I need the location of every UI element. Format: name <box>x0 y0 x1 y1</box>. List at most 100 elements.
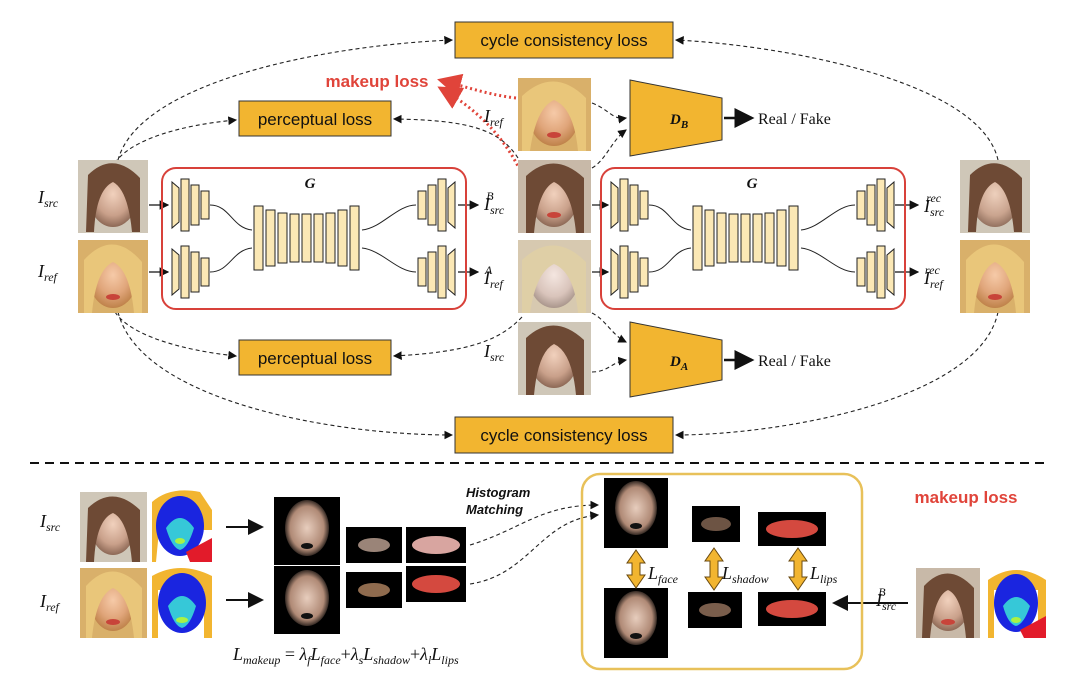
network-layer-block <box>619 178 629 232</box>
network-layer-block <box>417 257 427 287</box>
network-layer-block <box>886 180 895 230</box>
network-layer-block <box>866 184 876 226</box>
network-layer-block <box>437 178 447 232</box>
network-layer-block <box>427 251 437 293</box>
label-i-ref-rec: Irefrec <box>923 263 945 291</box>
l-lips-label: Llips <box>809 563 838 586</box>
network-layer-block <box>629 184 639 226</box>
network-connection <box>800 247 856 273</box>
cycle-loss-top-box <box>454 21 674 59</box>
makeup-loss-top-label: makeup loss <box>326 72 429 91</box>
network-layer-block <box>190 251 200 293</box>
network-layer-block <box>265 209 276 267</box>
face-photo-ref-bottom-section <box>80 568 147 638</box>
face-photo-src-b-bottom-section <box>916 568 980 638</box>
matching-label: Matching <box>466 502 523 517</box>
eye-shadow-region-ref <box>346 572 402 608</box>
perceptual-loss-top-label: perceptual loss <box>258 110 372 129</box>
face-photo-src-bottom-section <box>80 492 147 562</box>
discriminator-b-output: Real / Fake <box>758 111 831 128</box>
face-target-top <box>604 478 668 548</box>
face-photo-src-rec <box>960 160 1030 233</box>
makeup-loss-formula: Lmakeup = λfLface+λsLshadow+λlLlips <box>232 644 459 667</box>
generator-layers <box>171 178 895 299</box>
double-arrow-face <box>626 549 646 589</box>
face-photo-ref-left <box>78 240 148 313</box>
network-layer-block <box>776 209 787 267</box>
network-layer-block <box>337 209 348 267</box>
perceptual-loss-bottom-label: perceptual loss <box>258 349 372 368</box>
network-layer-block <box>629 251 639 293</box>
face-region-src <box>274 497 340 565</box>
cycle-loss-bottom-box <box>454 416 674 454</box>
network-layer-block <box>447 180 456 230</box>
lips-region-src <box>406 527 466 563</box>
network-layer-block <box>200 257 210 287</box>
network-connection <box>209 247 253 273</box>
network-connection <box>648 204 692 231</box>
cycle-loss-top-label: cycle consistency loss <box>480 31 647 50</box>
discriminator-a-label: DA <box>669 354 688 373</box>
face-target-bottom <box>604 588 668 658</box>
lips-region-ref <box>406 566 466 602</box>
network-layer-block <box>886 247 895 297</box>
network-layer-block <box>417 190 427 220</box>
generator-left-label: G <box>305 176 316 192</box>
network-layer-block <box>752 213 763 263</box>
network-layer-block <box>180 178 190 232</box>
network-layer-block <box>866 251 876 293</box>
network-connection <box>361 247 417 273</box>
discriminator-b <box>629 79 723 157</box>
network-layer-block <box>447 247 456 297</box>
network-connection <box>209 204 253 231</box>
network-layer-block <box>200 190 210 220</box>
network-layer-block <box>171 247 180 297</box>
network-layer-block <box>876 245 886 299</box>
label-i-src-rec: Isrcrec <box>923 191 945 219</box>
double-arrow-shadow <box>704 547 724 591</box>
face-photo-ref-top <box>518 78 591 151</box>
discriminator-a <box>629 321 723 398</box>
face-photo-ref-a-output <box>518 240 591 313</box>
makeup-loss-box <box>580 472 864 671</box>
network-layer-block <box>277 212 288 264</box>
network-layer-block <box>716 212 727 264</box>
double-arrow-lips <box>788 547 808 591</box>
generator-left-box <box>161 167 467 310</box>
network-layer-block <box>289 213 300 263</box>
label-i-src-b: IsrcB <box>483 189 505 217</box>
network-layer-block <box>639 257 649 287</box>
lips-target-top <box>758 512 826 546</box>
discriminator-b-label: DB <box>669 112 688 131</box>
face-photo-ref-rec <box>960 240 1030 313</box>
network-layer-block <box>639 190 649 220</box>
network-layer-block <box>856 257 866 287</box>
generator-right-box <box>600 167 906 310</box>
network-connection <box>648 247 692 273</box>
discriminator-a-output: Real / Fake <box>758 353 831 370</box>
face-photo-src-b-output <box>518 160 591 233</box>
face-photo-src-bottom <box>518 322 591 395</box>
label-i-src-left: Isrc <box>37 187 59 210</box>
label-i-ref-top: Iref <box>483 106 505 129</box>
network-layer-block <box>610 247 619 297</box>
label-i-ref-a: IrefA <box>483 263 505 291</box>
network-layer-block <box>180 245 190 299</box>
network-layer-block <box>856 190 866 220</box>
network-layer-block <box>876 178 886 232</box>
network-layer-block <box>692 205 703 271</box>
network-layer-block <box>764 212 775 264</box>
network-connection <box>361 204 417 231</box>
face-photo-src-left <box>78 160 148 233</box>
network-layer-block <box>610 180 619 230</box>
cycle-loss-bottom-label: cycle consistency loss <box>480 426 647 445</box>
network-layer-block <box>704 209 715 267</box>
network-connection <box>800 204 856 231</box>
perceptual-loss-bottom-box <box>238 339 392 376</box>
l-shadow-label: Lshadow <box>721 563 769 586</box>
label-i-ref-bottom-section: Iref <box>39 591 61 614</box>
label-i-src-b-bottom-section: IsrcB <box>875 585 897 613</box>
network-layer-block <box>427 184 437 226</box>
makeup-loss-bottom-label: makeup loss <box>915 488 1018 507</box>
